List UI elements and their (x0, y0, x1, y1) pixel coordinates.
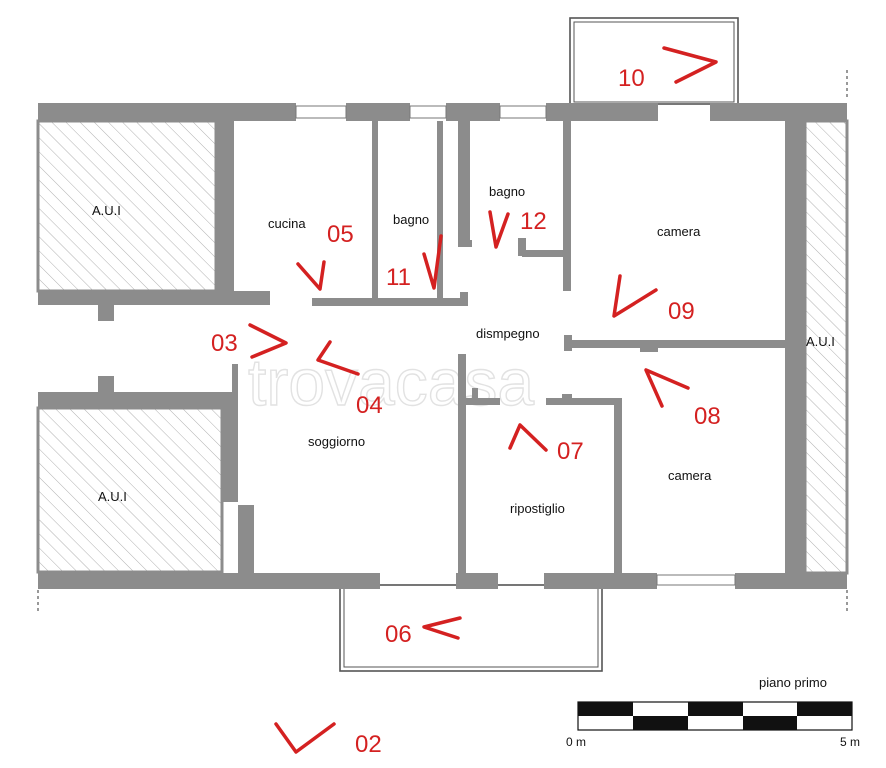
window-bagno-2 (499, 105, 547, 119)
photo-marker-05 (296, 260, 326, 291)
balcony-bottom (339, 584, 603, 672)
photo-marker-09 (612, 274, 658, 318)
window-camera-2 (656, 574, 736, 586)
photo-number-11: 11 (386, 264, 411, 291)
room-label-dismpegno: dismpegno (476, 326, 540, 341)
photo-number-12: 12 (520, 208, 547, 235)
photo-marker-12 (488, 210, 510, 249)
room-label-camera-1: camera (657, 224, 701, 239)
aui-right-area (803, 119, 849, 575)
plan-title: piano primo (759, 675, 827, 690)
photo-marker-02 (274, 722, 336, 754)
photo-number-06: 06 (385, 621, 412, 648)
room-label-aui-top-left: A.U.I (92, 203, 121, 218)
photo-marker-03 (248, 323, 288, 359)
room-label-camera-2: camera (668, 468, 712, 483)
scale-bar-end-label: 5 m (840, 735, 860, 749)
photo-number-09: 09 (668, 298, 695, 325)
photo-number-02: 02 (355, 731, 382, 758)
room-label-bagno-1: bagno (393, 212, 429, 227)
room-label-aui-right: A.U.I (806, 334, 835, 349)
aui-bottom-left-area (36, 406, 224, 574)
window-bagno-1 (409, 105, 447, 119)
photo-marker-06 (422, 616, 462, 640)
photo-number-07: 07 (557, 438, 584, 465)
aui-top-left-area (36, 119, 218, 293)
photo-marker-11 (422, 234, 443, 290)
photo-marker-10 (662, 46, 718, 84)
photo-number-10: 10 (618, 65, 645, 92)
photo-number-08: 08 (694, 403, 721, 430)
photo-marker-07 (508, 423, 548, 452)
photo-marker-08 (644, 368, 690, 408)
scale-bar (577, 701, 853, 731)
scale-bar-start-label: 0 m (566, 735, 586, 749)
walls (38, 103, 847, 589)
room-label-soggiorno: soggiorno (308, 434, 365, 449)
photo-number-04: 04 (356, 392, 383, 419)
window-cucina (295, 105, 347, 119)
photo-marker-04 (316, 340, 360, 376)
room-label-aui-bottom-left: A.U.I (98, 489, 127, 504)
room-label-cucina: cucina (268, 216, 306, 231)
room-label-bagno-2: bagno (489, 184, 525, 199)
photo-number-03: 03 (211, 330, 238, 357)
room-label-ripostiglio: ripostiglio (510, 501, 565, 516)
photo-number-05: 05 (327, 221, 354, 248)
watermark: trovacasa (248, 345, 534, 419)
